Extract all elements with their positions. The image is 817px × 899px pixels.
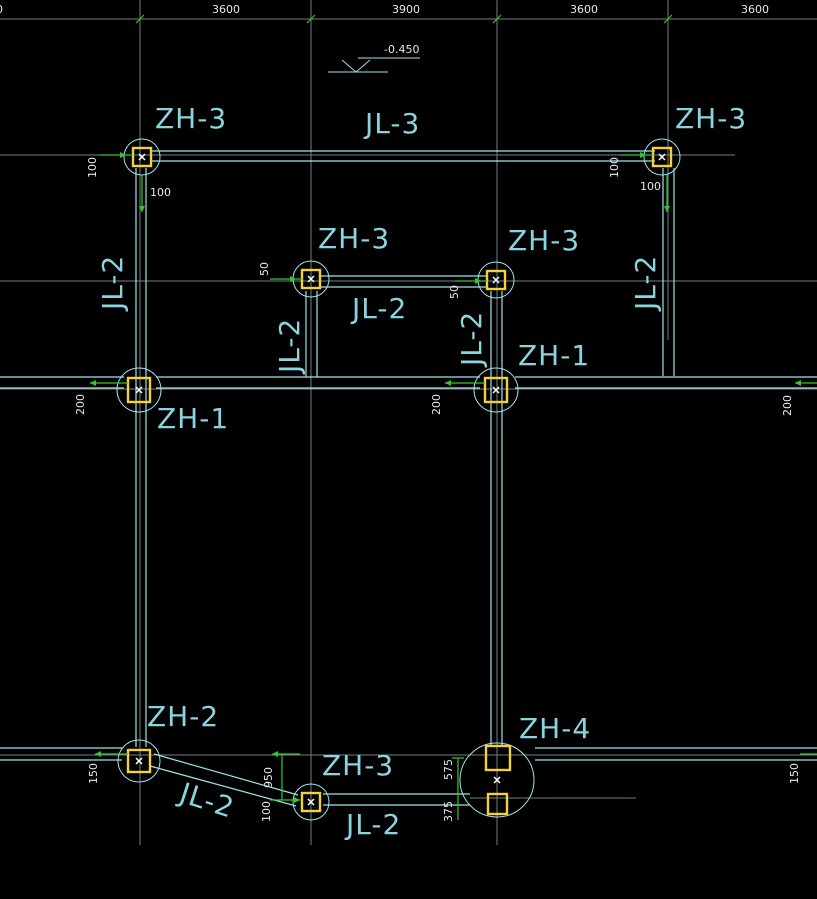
offset-label: 100 [608, 157, 621, 178]
pile-label: ZH-3 [318, 222, 390, 255]
offset-label: 100 [260, 801, 273, 822]
pile-zh4 [459, 742, 535, 818]
beam-labels: JL-3 JL-2 JL-2 JL-2 JL-2 JL-2 JL-2 JL-2 [96, 107, 662, 841]
pile-label: ZH-3 [675, 102, 747, 135]
offset-label: 150 [788, 763, 801, 784]
pile-label: ZH-1 [518, 339, 590, 372]
dimension-label: 3600 [212, 3, 240, 16]
dimension-label: 3600 [570, 3, 598, 16]
offset-label: 200 [781, 395, 794, 416]
pile-label: ZH-3 [508, 224, 580, 257]
offset-label: 200 [430, 394, 443, 415]
pile-zh3-bottom [292, 783, 330, 821]
offset-label: 950 [262, 767, 275, 788]
offset-labels: 100 100 100 100 50 50 200 200 200 150 15… [74, 157, 801, 822]
beam-label: JL-2 [350, 292, 407, 325]
beam-label: JL-2 [273, 318, 306, 375]
offset-label: 100 [150, 186, 171, 199]
offset-label: 100 [86, 157, 99, 178]
beam-label: JL-2 [96, 255, 129, 312]
pile-zh2 [117, 739, 161, 783]
elevation-label: -0.450 [384, 43, 419, 56]
pile-label: ZH-4 [519, 712, 591, 745]
pile-label: ZH-2 [147, 700, 219, 733]
beam-label: JL-2 [174, 776, 239, 825]
beam-label: JL-2 [344, 808, 401, 841]
beam-label: JL-2 [629, 255, 662, 312]
pile-labels: ZH-3 ZH-3 ZH-3 ZH-3 ZH-1 ZH-1 ZH-2 ZH-3 … [147, 102, 747, 782]
pile-zh3-mid-right [477, 261, 515, 299]
beams [0, 150, 817, 807]
top-dimension-row: 0 3600 3900 3600 3600 [0, 3, 769, 24]
offset-label: 50 [448, 285, 461, 299]
beam-label: JL-3 [363, 107, 420, 140]
pile-label: ZH-3 [155, 102, 227, 135]
elevation-marker: -0.450 [328, 43, 420, 73]
pile-zh1-left [116, 367, 162, 413]
offset-label: 50 [258, 262, 271, 276]
dimension-ticks [90, 152, 817, 820]
beam-label: JL-2 [455, 311, 488, 368]
pile-zh3-top-left [123, 138, 161, 176]
offset-label: 200 [74, 394, 87, 415]
pile-zh3-top-right [643, 138, 681, 176]
offset-label: 375 [442, 801, 455, 822]
offset-label: 575 [442, 759, 455, 780]
offset-label: 100 [640, 180, 661, 193]
pile-zh1-right [473, 367, 519, 413]
dimension-label: 3900 [392, 3, 420, 16]
left-edge-label: 0 [0, 3, 3, 16]
pile-label: ZH-1 [157, 402, 229, 435]
pile-label: ZH-3 [322, 749, 394, 782]
offset-label: 150 [87, 763, 100, 784]
dimension-label: 3600 [741, 3, 769, 16]
